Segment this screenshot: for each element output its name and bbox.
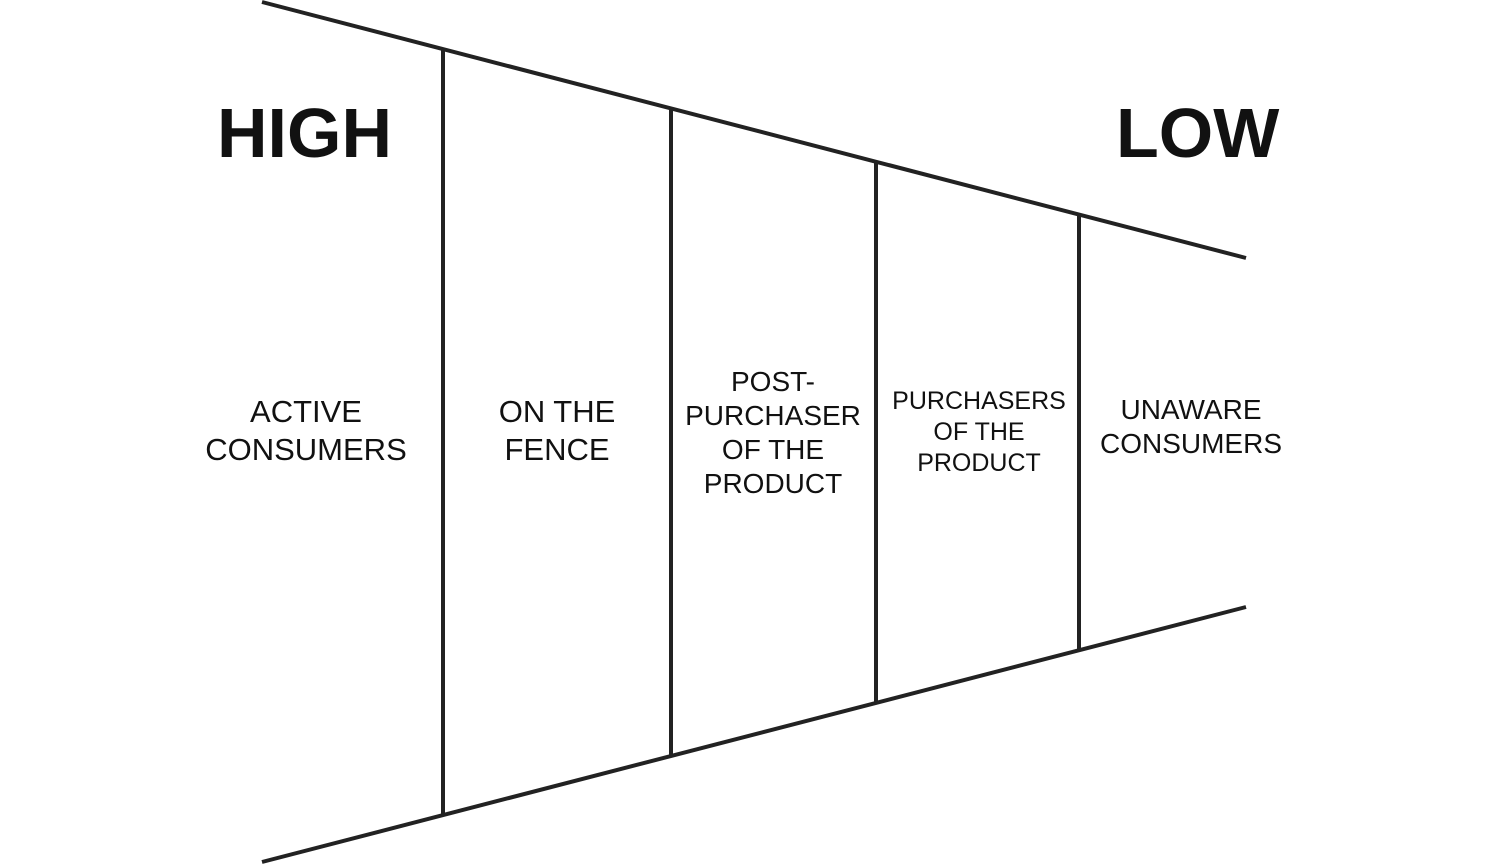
stage-label-line: FENCE <box>504 432 610 467</box>
stage-label-line: CONSUMERS <box>1099 428 1282 459</box>
stage-label-line: POST- <box>730 366 815 397</box>
stage-label-line: OF THE <box>933 418 1025 446</box>
stage-label-line: OF THE <box>721 434 825 465</box>
stage-unaware-consumers: UNAWARE CONSUMERS <box>1088 393 1294 461</box>
stage-label-line: PURCHASER <box>685 400 861 431</box>
funnel-bottom-edge <box>261 605 1247 864</box>
stage-label-line: UNAWARE <box>1120 394 1262 425</box>
stage-label-line: ON THE <box>498 394 616 429</box>
stage-label-line: PURCHASERS <box>892 387 1066 415</box>
stage-on-the-fence: ON THE FENCE <box>447 393 667 469</box>
high-label: HIGH <box>217 94 392 172</box>
stage-purchasers: PURCHASERS OF THE PRODUCT <box>878 386 1080 479</box>
stage-post-purchaser: POST- PURCHASER OF THE PRODUCT <box>674 365 872 501</box>
stage-label-line: CONSUMERS <box>205 432 407 467</box>
stage-label-line: ACTIVE <box>250 394 362 429</box>
low-label: LOW <box>1116 94 1280 172</box>
stage-active-consumers: ACTIVE CONSUMERS <box>195 393 417 469</box>
funnel-top-edge <box>261 0 1247 260</box>
stage-label-line: PRODUCT <box>917 449 1041 477</box>
stage-label-line: PRODUCT <box>703 468 843 499</box>
